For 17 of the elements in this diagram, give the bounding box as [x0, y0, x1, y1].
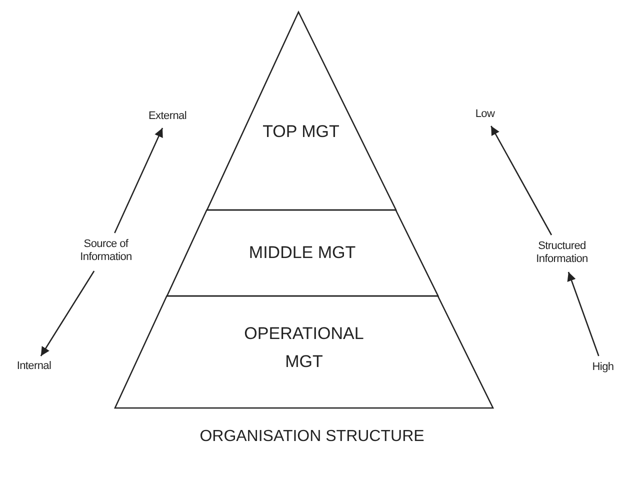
pyramid-level	[206, 12, 396, 210]
caption: ORGANISATION STRUCTURE	[198, 428, 426, 446]
axis-label: High	[591, 361, 615, 374]
level-label: OPERATIONAL MGT	[243, 323, 365, 373]
axis-label: Structured Information	[535, 240, 589, 266]
arrow	[114, 128, 164, 234]
axis-label: Source of Information	[79, 238, 133, 264]
pyramid-level	[115, 296, 493, 408]
level-label: MIDDLE MGT	[248, 242, 357, 264]
pyramid-level	[166, 210, 438, 296]
axis-label: Low	[474, 108, 496, 121]
axis-label: Internal	[16, 360, 52, 373]
level-label: TOP MGT	[262, 121, 340, 143]
axis-label: External	[148, 110, 188, 123]
arrow	[490, 126, 552, 236]
arrow	[40, 270, 95, 356]
arrow	[567, 272, 600, 356]
